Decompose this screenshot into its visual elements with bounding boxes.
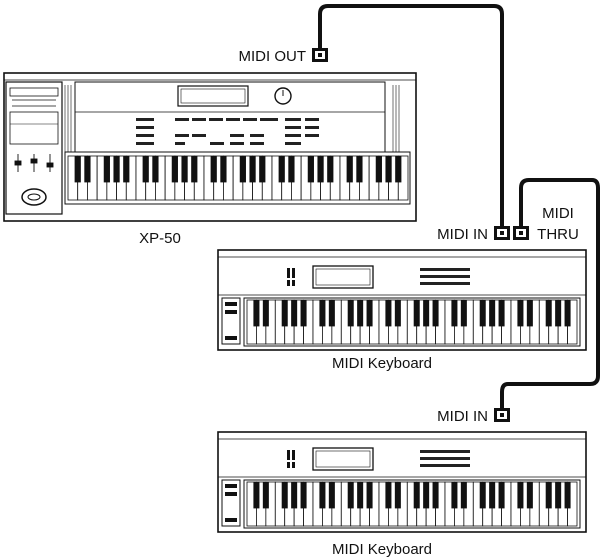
keyboard-2-black-key — [499, 482, 505, 508]
keyboard-2-black-key — [348, 482, 354, 508]
midi-keyboard-1 — [218, 250, 586, 350]
keyboard-2-black-key — [329, 482, 335, 508]
keyboard-2-black-key — [565, 482, 571, 508]
keyboard-1-black-key — [433, 300, 439, 326]
xp50-black-key — [347, 156, 353, 182]
xp50-midi-out-plug — [312, 48, 328, 62]
keyboard-2-black-key — [423, 482, 429, 508]
keyboard-1-black-key — [517, 300, 523, 326]
keyboard-2-black-key — [367, 482, 373, 508]
keyboard-1-black-key — [329, 300, 335, 326]
keyboard-1-black-key — [367, 300, 373, 326]
xp50-black-key — [84, 156, 90, 182]
keyboard-2-black-key — [282, 482, 288, 508]
keyboard-2-midi-in-plug — [494, 408, 510, 422]
xp50-black-key — [211, 156, 217, 182]
xp50-black-key — [385, 156, 391, 182]
xp50-midi-out-label: MIDI OUT — [239, 48, 307, 65]
keyboard-1-black-key — [414, 300, 420, 326]
xp50-name-label: XP-50 — [139, 230, 181, 247]
xp50-black-key — [288, 156, 294, 182]
keyboard-1-black-key — [546, 300, 552, 326]
keyboard-1-black-key — [489, 300, 495, 326]
keyboard-1-keys — [247, 300, 577, 344]
keyboard-1-black-key — [357, 300, 363, 326]
keyboard-1-black-key — [301, 300, 307, 326]
keyboard-1-midi-thru-plug — [513, 226, 529, 240]
keyboard-2-black-key — [451, 482, 457, 508]
xp50-black-key — [327, 156, 333, 182]
keyboard-2-black-key — [527, 482, 533, 508]
keyboard-1-black-key — [555, 300, 561, 326]
keyboard-2-black-key — [414, 482, 420, 508]
xp50-black-key — [104, 156, 110, 182]
keyboard-2-black-key — [301, 482, 307, 508]
keyboard-2-black-key — [291, 482, 297, 508]
xp50-black-key — [152, 156, 158, 182]
xp50-black-key — [75, 156, 81, 182]
xp50-black-key — [143, 156, 149, 182]
keyboard-1-black-key — [348, 300, 354, 326]
keyboard-1-black-key — [385, 300, 391, 326]
midi-keyboard-2 — [218, 432, 586, 532]
xp50-black-key — [113, 156, 119, 182]
keyboard-2-black-key — [546, 482, 552, 508]
keyboard-1-black-key — [451, 300, 457, 326]
keyboard-2-black-key — [433, 482, 439, 508]
keyboard-1-midi-thru-label-line1: MIDI — [542, 205, 574, 222]
xp50-black-key — [249, 156, 255, 182]
keyboard-1-black-key — [395, 300, 401, 326]
keyboard-1-black-key — [480, 300, 486, 326]
xp50-black-key — [191, 156, 197, 182]
keyboard-2-black-key — [480, 482, 486, 508]
keyboard-1-black-key — [263, 300, 269, 326]
keyboard-2-keys — [247, 482, 577, 526]
xp50-black-key — [279, 156, 285, 182]
keyboard-1-black-key — [282, 300, 288, 326]
xp50-black-key — [317, 156, 323, 182]
xp50-black-key — [259, 156, 265, 182]
keyboard-1-midi-thru-label-line2: THRU — [537, 226, 579, 243]
keyboard-2-black-key — [555, 482, 561, 508]
keyboard-2-black-key — [385, 482, 391, 508]
keyboard-1-panel-buttons — [420, 268, 470, 285]
xp50-black-key — [181, 156, 187, 182]
xp50-synthesizer — [4, 73, 416, 221]
keyboard-2-black-key — [517, 482, 523, 508]
keyboard-1-black-key — [499, 300, 505, 326]
keyboard-2-black-key — [489, 482, 495, 508]
keyboard-2-black-key — [395, 482, 401, 508]
xp50-black-key — [356, 156, 362, 182]
keyboard-2-black-key — [253, 482, 259, 508]
keyboard-1-black-key — [423, 300, 429, 326]
keyboard-2-name-label: MIDI Keyboard — [332, 541, 432, 558]
xp50-black-key — [240, 156, 246, 182]
keyboard-1-black-key — [253, 300, 259, 326]
xp50-keyboard-keys — [68, 156, 408, 200]
keyboard-2-black-key — [461, 482, 467, 508]
xp50-black-key — [172, 156, 178, 182]
keyboard-2-black-key — [319, 482, 325, 508]
keyboard-2-panel-buttons — [420, 450, 470, 467]
keyboard-1-black-key — [527, 300, 533, 326]
xp50-black-key — [123, 156, 129, 182]
xp50-black-key — [308, 156, 314, 182]
keyboard-1-midi-in-plug — [494, 226, 510, 240]
keyboard-1-midi-in-label: MIDI IN — [437, 226, 488, 243]
xp50-pitch-bend-wheel — [22, 189, 46, 205]
keyboard-1-name-label: MIDI Keyboard — [332, 355, 432, 372]
keyboard-2-black-key — [263, 482, 269, 508]
keyboard-2-midi-in-label: MIDI IN — [437, 408, 488, 425]
keyboard-1-black-key — [319, 300, 325, 326]
xp50-black-key — [376, 156, 382, 182]
keyboard-1-black-key — [291, 300, 297, 326]
keyboard-1-black-key — [565, 300, 571, 326]
xp50-black-key — [395, 156, 401, 182]
xp50-black-key — [220, 156, 226, 182]
keyboard-1-black-key — [461, 300, 467, 326]
keyboard-2-black-key — [357, 482, 363, 508]
